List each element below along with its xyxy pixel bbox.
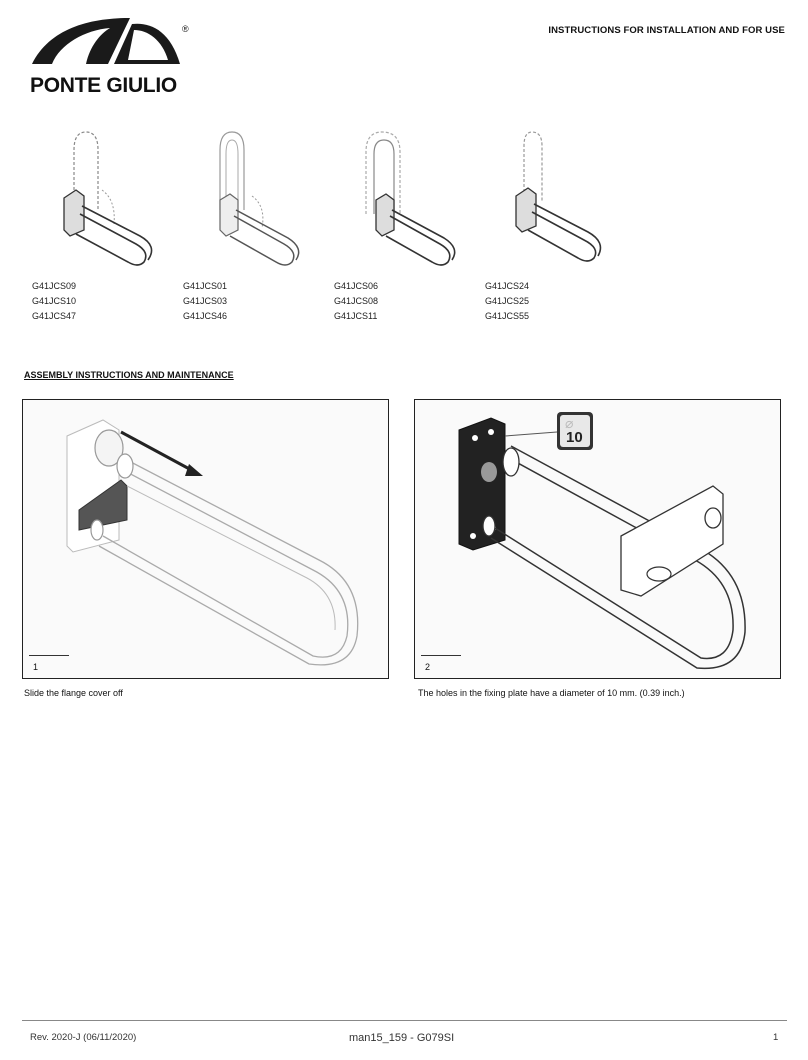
variant-codes-3: G41JCS06 G41JCS08 G41JCS11: [334, 279, 454, 324]
variant-codes-4: G41JCS24 G41JCS25 G41JCS55: [485, 279, 605, 324]
variant-image-3: [340, 130, 470, 266]
footer-page-number: 1: [773, 1032, 779, 1043]
footer-doc-code: man15_159 - G079SI: [349, 1032, 455, 1044]
variant-code: G41JCS46: [183, 311, 228, 321]
variant-code: G41JCS06: [334, 281, 379, 291]
variant-image-2: [190, 130, 320, 266]
step-1-panel: 1: [22, 399, 389, 679]
step-number-rule: [29, 655, 69, 656]
variant-code: G41JCS25: [485, 296, 530, 306]
variant-code: G41JCS01: [183, 281, 228, 291]
step-number: 2: [425, 662, 431, 672]
brand-logo: ® PONTE GIULIO: [30, 16, 195, 98]
variant-code: G41JCS55: [485, 311, 530, 321]
variant-code: G41JCS09: [32, 281, 77, 291]
variant-code: G41JCS08: [334, 296, 379, 306]
step-1-caption: Slide the flange cover off: [24, 688, 123, 698]
variant-code: G41JCS24: [485, 281, 530, 291]
variant-codes-2: G41JCS01 G41JCS03 G41JCS46: [183, 279, 303, 324]
logo-text: PONTE GIULIO: [30, 74, 177, 97]
variant-code: G41JCS10: [32, 296, 77, 306]
variant-image-4: [490, 130, 620, 266]
diameter-value: 10: [566, 429, 583, 446]
logo-mark-icon: [32, 18, 180, 64]
variant-code: G41JCS47: [32, 311, 77, 321]
step-number: 1: [33, 662, 39, 672]
step-2-caption: The holes in the fixing plate have a dia…: [418, 688, 685, 698]
step-1-illustration: [66, 419, 359, 666]
variant-code: G41JCS11: [334, 311, 378, 321]
document-title: INSTRUCTIONS FOR INSTALLATION AND FOR US…: [548, 25, 785, 36]
step-number-rule: [421, 655, 461, 656]
drill-bit-badge: ⌀ 10: [557, 412, 593, 450]
section-heading: ASSEMBLY INSTRUCTIONS AND MAINTENANCE: [24, 370, 234, 380]
variant-code: G41JCS03: [183, 296, 228, 306]
step-2-panel: ⌀ 10 2: [414, 399, 781, 679]
footer-divider: [22, 1020, 787, 1021]
registered-mark: ®: [182, 24, 189, 34]
variant-codes-1: G41JCS09 G41JCS10 G41JCS47: [32, 279, 152, 324]
step-2-illustration: [458, 417, 746, 670]
variant-image-1: [40, 130, 170, 266]
diameter-icon: ⌀: [565, 415, 574, 431]
footer-revision: Rev. 2020-J (06/11/2020): [30, 1032, 137, 1043]
